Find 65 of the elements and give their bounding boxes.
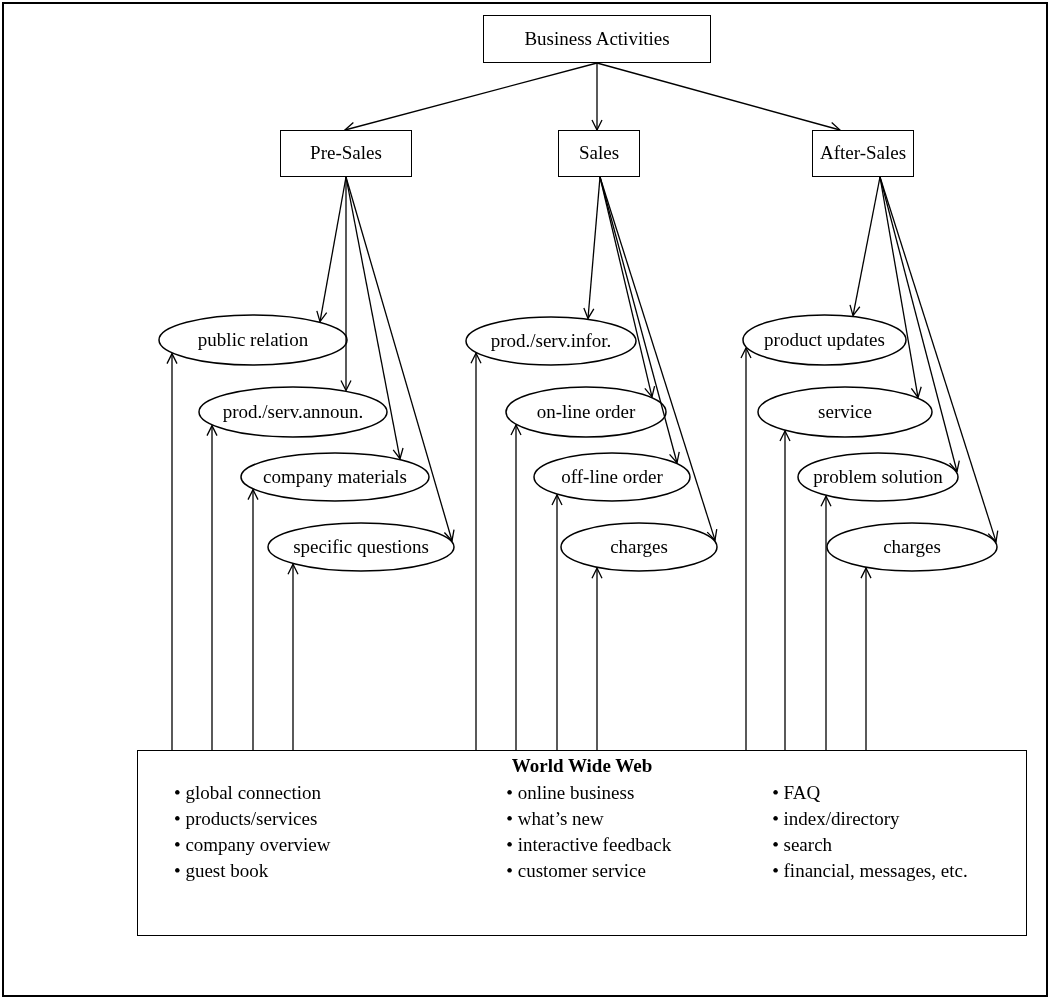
list-item: • search: [772, 832, 834, 857]
list-item: • company overview: [174, 832, 332, 857]
node-label: off-line order: [561, 466, 663, 488]
node-label: company materials: [263, 466, 407, 488]
ellipse-node: [826, 522, 998, 572]
arrow: [345, 176, 455, 542]
ellipse-node: [797, 452, 959, 502]
arrow: [247, 488, 259, 751]
arrow: [860, 567, 872, 751]
arrow: [740, 347, 752, 751]
text-box: [137, 750, 1027, 936]
list-item: • products/services: [174, 806, 319, 831]
list-item: • index/directory: [772, 806, 901, 831]
node-label: service: [818, 401, 872, 423]
node-label: After-Sales: [819, 143, 907, 164]
node-label: public relation: [197, 329, 309, 351]
arrow: [340, 176, 352, 392]
arrow: [551, 494, 563, 751]
process-box: [558, 130, 640, 177]
ellipse-node: [158, 314, 348, 366]
list-item: • online business: [506, 780, 636, 805]
node-label: prod./serv.announ.: [222, 401, 364, 423]
ellipse-node: [240, 452, 430, 502]
ellipse-node: [198, 386, 388, 438]
ellipse-node: [560, 522, 718, 572]
arrow: [779, 430, 791, 751]
arrow: [820, 495, 832, 751]
arrow: [879, 176, 999, 543]
ellipse-node: [533, 452, 691, 502]
list-item: • global connection: [174, 780, 322, 805]
arrow: [849, 176, 881, 317]
node-label: Pre-Sales: [310, 143, 382, 164]
node-label: charges: [883, 536, 941, 558]
list-item: • interactive feedback: [506, 832, 673, 857]
node-label: specific questions: [293, 536, 429, 558]
node-label: Sales: [578, 143, 620, 164]
node-label: on-line order: [536, 401, 636, 423]
node-label: prod./serv.infor.: [490, 330, 612, 352]
arrow: [206, 424, 218, 751]
arrow: [510, 424, 522, 751]
ellipse-node: [742, 314, 907, 366]
ellipse-node: [505, 386, 667, 438]
arrow: [287, 563, 299, 751]
list-item: • FAQ: [772, 780, 822, 805]
ellipse-node: [465, 316, 637, 366]
process-box: [483, 15, 711, 63]
list-item: • what’s new: [506, 806, 605, 831]
node-label: charges: [610, 536, 668, 558]
arrow: [583, 176, 601, 320]
process-box: [280, 130, 412, 177]
arrow: [591, 62, 603, 131]
arrow: [591, 567, 603, 751]
list-item: • customer service: [506, 858, 647, 883]
ellipse-node: [757, 386, 933, 438]
arrow: [599, 176, 718, 541]
node-label: product updates: [764, 329, 885, 351]
ellipse-node: [267, 522, 455, 572]
box-heading: World Wide Web: [510, 755, 654, 778]
list-item: • financial, messages, etc.: [772, 858, 969, 883]
list-item: • guest book: [174, 858, 270, 883]
node-label: Business Activities: [524, 28, 670, 50]
arrow: [166, 352, 178, 751]
node-label: problem solution: [813, 466, 943, 488]
arrow: [470, 352, 482, 751]
process-box: [812, 130, 914, 177]
